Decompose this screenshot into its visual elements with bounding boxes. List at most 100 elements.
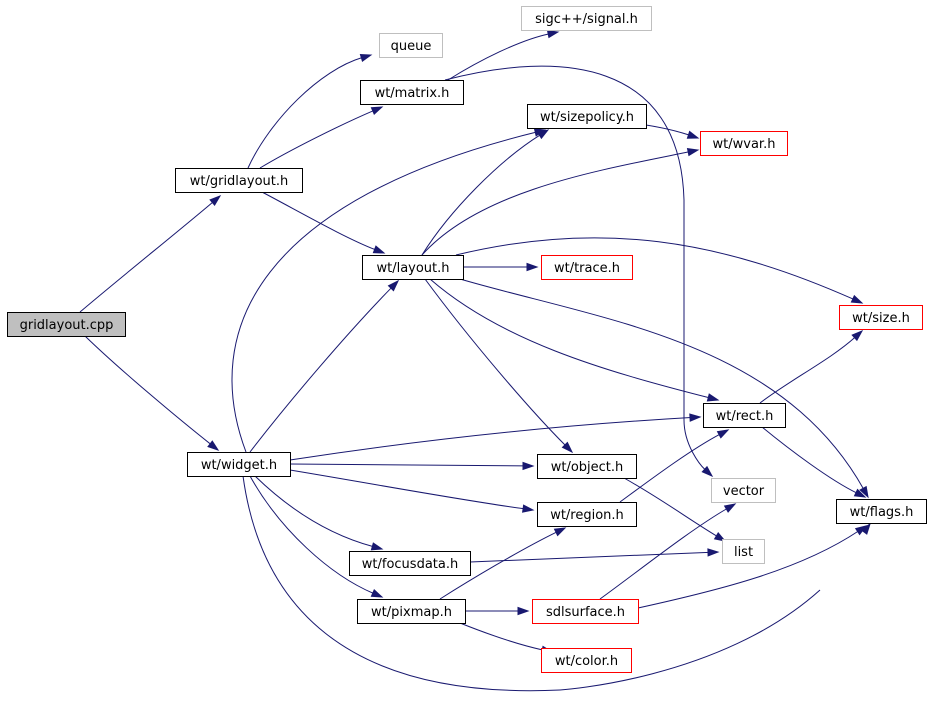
edge-arrowhead [370, 542, 384, 551]
node-box [349, 551, 471, 576]
node-box [532, 599, 639, 624]
node-sdlsurface-h[interactable]: sdlsurface.h [532, 599, 639, 624]
edge-arrowhead [370, 589, 384, 598]
node-wt-wvar-h[interactable]: wt/wvar.h [700, 131, 788, 156]
node-wt-widget-h[interactable]: wt/widget.h [187, 452, 291, 477]
node-box [7, 312, 126, 337]
edge-arrowhead [207, 440, 220, 451]
edge-line [289, 469, 525, 510]
node-label: queue [391, 39, 432, 54]
node-label: wt/layout.h [376, 261, 449, 276]
node-box [537, 454, 637, 479]
node-vector: vector [711, 478, 776, 503]
edge-wt_matrix_h-to-sigcpp_signal_h [447, 30, 560, 81]
node-label: gridlayout.cpp [20, 318, 114, 333]
edge-wt_layout_h-to-wt_rect_h [429, 278, 720, 402]
node-box [357, 599, 466, 624]
node-queue: queue [379, 33, 443, 58]
edge-arrowhead [522, 504, 535, 513]
edge-arrowhead [850, 294, 864, 304]
node-label: wt/color.h [555, 654, 618, 669]
edge-arrowhead [723, 503, 737, 513]
edge-wt_widget_h-to-wt_layout_h [249, 279, 400, 453]
node-list: list [722, 539, 765, 564]
edge-arrowhead [370, 106, 384, 116]
edge-line [231, 131, 537, 453]
edge-line [455, 237, 854, 300]
edge-line [421, 134, 541, 256]
node-gridlayout-cpp[interactable]: gridlayout.cpp [7, 312, 126, 337]
node-box [521, 6, 652, 31]
node-box [836, 499, 927, 524]
edge-arrowhead [387, 279, 400, 292]
node-label: sigc++/signal.h [535, 12, 638, 27]
edge-arrowhead [707, 548, 720, 557]
edge-wt_layout_h-to-wt_object_h [424, 278, 574, 454]
edge-wt_rect_h-to-wt_size_h [759, 329, 864, 404]
node-wt-trace-h[interactable]: wt/trace.h [541, 255, 633, 280]
edge-line [79, 201, 214, 313]
edge-wt_widget_h-to-wt_pixmap_h [249, 475, 384, 598]
node-wt-flags-h[interactable]: wt/flags.h [836, 499, 927, 524]
node-label: wt/widget.h [201, 458, 277, 473]
edge-line [259, 110, 374, 169]
edge-line [637, 530, 859, 609]
node-label: wt/trace.h [554, 261, 620, 276]
edge-arrowhead [372, 245, 386, 254]
edge-line [645, 124, 690, 136]
node-wt-sizepolicy-h[interactable]: wt/sizepolicy.h [527, 104, 647, 129]
edge-wt_region_h-to-wt_rect_h [619, 429, 730, 503]
edge-line [254, 475, 374, 548]
node-box [362, 255, 464, 280]
edge-wt_layout_h-to-wt_flags_h [459, 278, 869, 499]
node-label: wt/gridlayout.h [190, 174, 289, 189]
edge-arrowhead [859, 485, 869, 499]
edge-wt_widget_h-to-wt_object_h [289, 461, 535, 471]
node-box [360, 80, 464, 105]
edge-line [242, 475, 821, 692]
node-wt-object-h[interactable]: wt/object.h [537, 454, 637, 479]
edge-line [761, 426, 858, 494]
edge-line [599, 508, 728, 600]
node-wt-color-h[interactable]: wt/color.h [541, 648, 632, 673]
node-wt-matrix-h[interactable]: wt/matrix.h [360, 80, 464, 105]
edge-arrowhead [553, 527, 567, 537]
node-wt-gridlayout-h[interactable]: wt/gridlayout.h [175, 168, 303, 193]
node-wt-size-h[interactable]: wt/size.h [839, 305, 923, 330]
node-label: wt/flags.h [850, 505, 914, 520]
edge-wt_widget_h-to-wt_region_h [289, 469, 535, 513]
node-box [541, 255, 633, 280]
edge-wt_pixmap_h-to-sdlsurface_h [465, 606, 530, 616]
node-wt-rect-h[interactable]: wt/rect.h [703, 403, 786, 428]
edge-wt_gridlayout_h-to-wt_layout_h [261, 191, 386, 254]
edge-line [759, 336, 856, 404]
edge-arrowhead [359, 53, 373, 63]
node-wt-layout-h[interactable]: wt/layout.h [362, 255, 464, 280]
node-wt-focusdata-h[interactable]: wt/focusdata.h [349, 551, 471, 576]
edge-wt_layout_h-to-wt_sizepolicy_h [421, 129, 550, 256]
node-box [711, 478, 776, 503]
node-label: sdlsurface.h [546, 605, 625, 620]
node-box [700, 131, 788, 156]
edge-line [459, 278, 865, 490]
node-label: wt/size.h [852, 311, 910, 326]
node-label: wt/sizepolicy.h [540, 110, 634, 125]
edge-arrowhead [686, 130, 700, 139]
node-wt-region-h[interactable]: wt/region.h [537, 502, 637, 527]
edge-wt_gridlayout_h-to-queue [247, 53, 373, 169]
edge-line [261, 191, 376, 251]
edge-line [84, 335, 212, 445]
edge-wt_widget_h-to-wt_rect_h [289, 413, 702, 461]
edge-line [421, 151, 690, 256]
edge-arrowhead [533, 128, 547, 137]
edge-wt_widget_h-to-wt_sizepolicy_h [231, 128, 547, 453]
edge-arrowhead [713, 532, 727, 542]
node-wt-pixmap-h[interactable]: wt/pixmap.h [357, 599, 466, 624]
edge-arrowhead [526, 262, 539, 272]
node-label: vector [723, 484, 765, 499]
edge-arrowhead [854, 525, 868, 536]
edge-arrowhead [561, 441, 574, 454]
node-box [703, 403, 786, 428]
edge-arrowhead [706, 393, 720, 402]
